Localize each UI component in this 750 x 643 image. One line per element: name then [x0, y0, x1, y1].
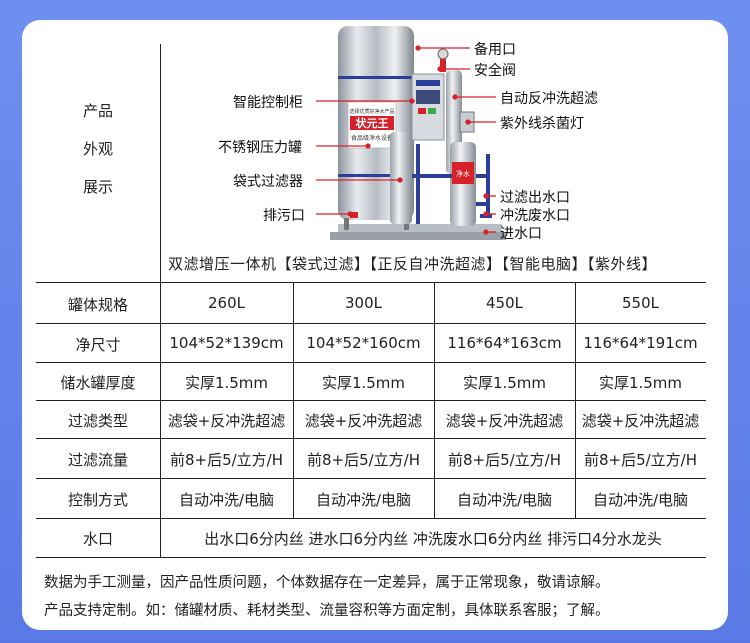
appearance-label-3: 展示 [82, 178, 113, 196]
cell-value: 滤袋+反冲洗超滤 [445, 412, 564, 430]
feature-line: 双滤增压一体机【袋式过滤】【正反自冲洗超滤】【智能电脑】【紫外线】 [168, 255, 658, 273]
cell-value: 前8+后5/立方/H [169, 451, 284, 469]
appearance-label-1: 产品 [82, 102, 113, 120]
cell-value: 自动冲洗/电脑 [456, 491, 553, 509]
cell-value: 滤袋+反冲洗超滤 [167, 412, 286, 430]
appearance-label-2: 外观 [82, 140, 113, 158]
cell-value: 104*52*139cm [169, 334, 284, 352]
cell-value: 前8+后5/立方/H [583, 451, 698, 469]
callout-safety-valve: 安全阀 [474, 63, 516, 79]
row-label: 净尺寸 [75, 336, 121, 354]
callout-lines [316, 45, 496, 235]
product-illustration: 选择优质好净水产品 状元王 食品级净水设备 净水 [330, 26, 506, 240]
cell-value: 104*52*160cm [306, 334, 421, 352]
row-label: 储水罐厚度 [60, 374, 136, 392]
note-measurement: 数据为手工测量，因产品性质问题，个体数据存在一定差异，属于正常现象，敬请谅解。 [44, 575, 610, 591]
callout-pressure-tank: 不锈钢压力罐 [218, 140, 302, 156]
cell-value: 450L [486, 294, 523, 312]
row-label: 罐体规格 [67, 296, 128, 314]
cell-value: 116*64*191cm [583, 334, 698, 352]
callout-auto-backwash-uf: 自动反冲洗超滤 [500, 91, 598, 107]
row-label: 过滤流量 [67, 451, 128, 469]
cell-value: 滤袋+反冲洗超滤 [581, 412, 700, 430]
callout-flush-waste-port: 冲洗废水口 [500, 208, 570, 224]
brand-small-text: 选择优质好净水产品 [349, 108, 394, 115]
cell-value: 实厚1.5mm [184, 374, 269, 392]
cell-value: 滤袋+反冲洗超滤 [304, 412, 423, 430]
cell-value: 自动冲洗/电脑 [178, 491, 275, 509]
callout-control-cabinet: 智能控制柜 [233, 95, 303, 111]
cell-value: 实厚1.5mm [321, 374, 406, 392]
base-frame [338, 224, 502, 234]
row-label: 水口 [82, 530, 113, 548]
appearance-divider [160, 44, 161, 282]
cell-value: 550L [622, 294, 659, 312]
cell-value: 前8+后5/立方/H [306, 451, 421, 469]
cell-value: 实厚1.5mm [598, 374, 683, 392]
cell-value: 116*64*163cm [447, 334, 562, 352]
side-label-text: 净水 [456, 169, 470, 178]
product-subtitle-text: 食品级净水设备 [351, 134, 393, 142]
callout-filtered-outlet: 过滤出水口 [500, 190, 570, 206]
cell-value: 300L [345, 294, 382, 312]
water-port-value: 出水口6分内丝 进水口6分内丝 冲洗废水口6分内丝 排污口4分水龙头 [204, 530, 662, 548]
cell-value: 自动冲洗/电脑 [315, 491, 412, 509]
cell-value: 前8+后5/立方/H [447, 451, 562, 469]
callout-water-inlet: 进水口 [500, 226, 542, 242]
product-name-badge [350, 116, 394, 130]
row-label: 过滤类型 [67, 412, 128, 430]
callout-bag-filter: 袋式过滤器 [233, 174, 303, 190]
cell-value: 自动冲洗/电脑 [592, 491, 689, 509]
callout-spare-port: 备用口 [474, 42, 516, 58]
cell-value: 260L [208, 294, 245, 312]
product-name-text: 状元王 [356, 116, 389, 130]
row-label: 控制方式 [67, 491, 128, 509]
cell-value: 实厚1.5mm [462, 374, 547, 392]
callout-uv-lamp: 紫外线杀菌灯 [500, 116, 584, 132]
note-customization: 产品支持定制。如：储罐材质、耗材类型、流量容积等方面定制，具体联系客服；了解。 [44, 603, 610, 619]
callout-drain-port: 排污口 [263, 208, 305, 224]
